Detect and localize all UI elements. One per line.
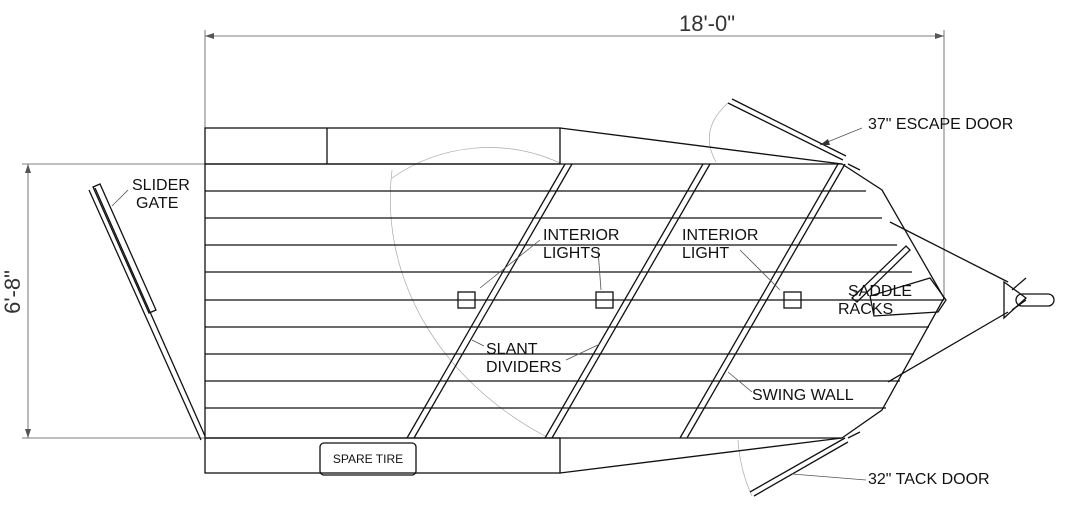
interior-light-icon-2 [595,291,614,309]
spare-tire-label: SPARE TIRE [333,452,403,466]
slider-gate-label-line2: GATE [136,195,178,212]
interior-light-label-line1: INTERIOR [682,227,758,244]
length-dimension: 18'-0" [204,11,945,300]
upper-compartment [204,127,843,165]
swing-wall [679,163,846,439]
slant-divider-1 [406,163,573,439]
callout-labels: 37" ESCAPE DOOR SLIDER GATE INTERIOR LIG… [132,116,1013,488]
slant-divider-2 [544,163,711,439]
tack-door-label: 32" TACK DOOR [868,471,990,488]
interior-lights-label-line2: LIGHTS [543,245,601,262]
trailer-hitch [887,221,1055,383]
width-dimension-label: 6'-8" [0,270,25,314]
lower-compartment [204,437,843,474]
slider-gate-label-line1: SLIDER [132,177,190,194]
saddle-racks-label-line1: SADDLE [848,283,912,300]
door-swing-arcs [389,102,753,497]
interior-light-label-line2: LIGHT [682,245,729,262]
length-dimension-label: 18'-0" [679,11,735,36]
slider-gate [88,183,206,441]
leader-lines [111,127,867,481]
width-dimension: 6'-8" [0,163,205,439]
escape-door [727,98,847,161]
swing-wall-label: SWING WALL [752,387,854,404]
spare-tire-box: SPARE TIRE [319,442,417,476]
floor-boards [205,190,944,409]
slant-dividers-label-line2: DIVIDERS [486,359,562,376]
interior-light-icon-1 [457,291,476,309]
interior-lights-label-line1: INTERIOR [543,227,619,244]
escape-door-label: 37" ESCAPE DOOR [868,116,1013,133]
slant-dividers-label-line1: SLANT [486,341,538,358]
saddle-rack [851,245,947,317]
interior-light-icon-3 [783,291,802,309]
tack-door [749,437,849,497]
saddle-racks-label-line2: RACKS [838,301,893,318]
interior-light-icons [457,291,802,309]
